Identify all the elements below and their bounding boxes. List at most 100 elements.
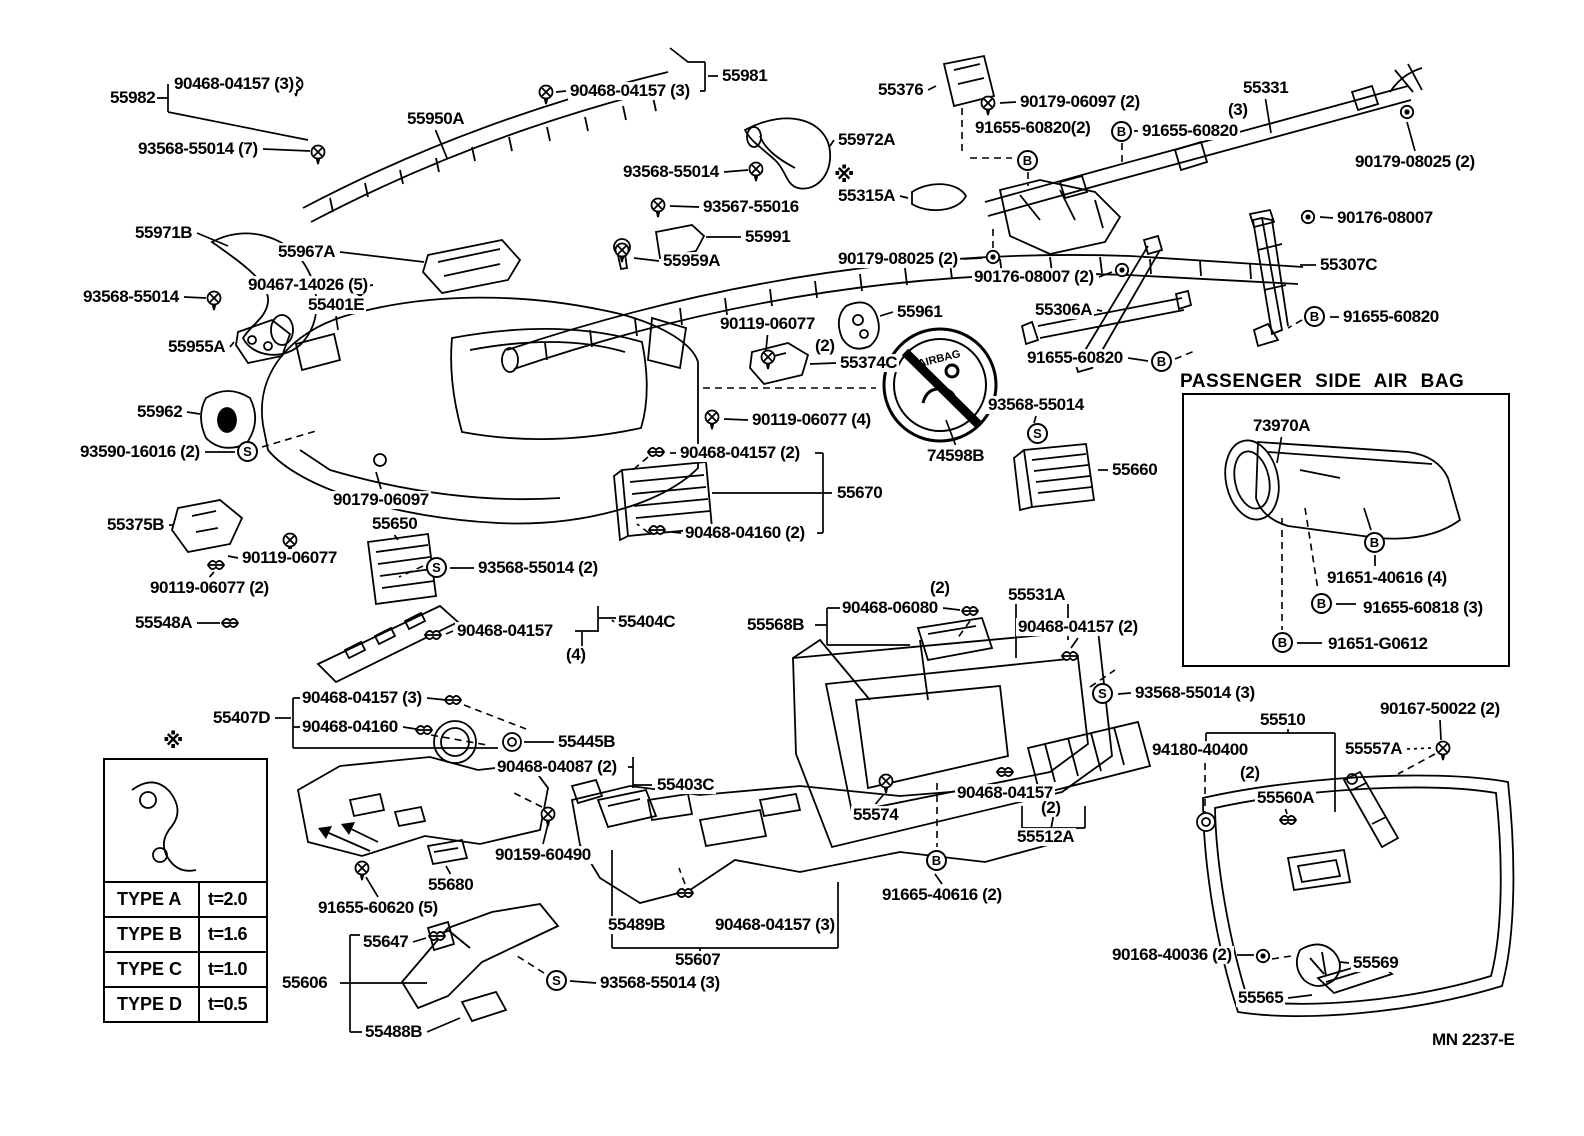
part-label-55404C: 55404C — [616, 612, 678, 632]
callout-circle-S-12: S — [1092, 683, 1113, 704]
callout-circle-B-0: B — [1111, 121, 1132, 142]
clip-icon — [648, 525, 666, 535]
part-label-55647: 55647 — [361, 932, 411, 952]
screw-icon — [206, 290, 222, 311]
screw-icon — [760, 349, 776, 370]
part-label-55972A: 55972A — [836, 130, 898, 150]
leader-line-55574 — [874, 793, 885, 805]
clip-icon — [415, 725, 433, 735]
leader-line-90468-04157-3b — [555, 90, 567, 93]
callout-circle-B-7: B — [1272, 632, 1293, 653]
leader-line-90119-06077-a — [227, 555, 239, 559]
part-label-90468-06080: 90468-06080 — [840, 598, 940, 618]
screw-icon — [538, 84, 554, 105]
leader-line-91655-60820-c — [1127, 357, 1149, 362]
part-label-90468-04160-a: 90468-04160 — [300, 717, 400, 737]
part-label-55967A: 55967A — [276, 242, 338, 262]
leader-line-55680 — [445, 865, 452, 875]
leader-line-55557A — [1406, 747, 1433, 750]
part-label-91655-60820-2: 91655-60820(2) — [973, 118, 1093, 138]
callout-circle-B-1: B — [1017, 150, 1038, 171]
leader-line-90179-08025-2b — [1406, 121, 1416, 152]
airbag-inset-box — [1182, 393, 1510, 667]
part-label-74598B: 74598B — [925, 446, 987, 466]
part-label-55650: 55650 — [370, 514, 420, 534]
part-label-91651-40616-4: 91651-40616 (4) — [1325, 568, 1449, 588]
part-label-55531A: 55531A — [1006, 585, 1068, 605]
part-label-55489B: 55489B — [606, 915, 668, 935]
part-label-91655-60818-3: 91655-60818 (3) — [1361, 598, 1485, 618]
leader-line-90468-04160-2 — [671, 531, 682, 534]
part-label-90179-08025-2b: 90179-08025 (2) — [1353, 152, 1477, 172]
part-label-qty2-d: (2) — [1238, 763, 1262, 783]
leader-line-55962 — [186, 411, 201, 415]
part-label-qty2-a: (2) — [813, 336, 837, 356]
leader-line-55950A — [434, 129, 448, 159]
part-label-55982: 55982 — [108, 88, 158, 108]
part-label-55331: 55331 — [1241, 78, 1291, 98]
part-label-qty2-b: (2) — [928, 578, 952, 598]
screw-icon — [1435, 740, 1451, 761]
clip-icon — [1279, 815, 1297, 825]
part-label-91665-40616-2: 91665-40616 (2) — [880, 885, 1004, 905]
nut-icon — [985, 249, 1001, 265]
table-thickness-cell: t=1.6 — [208, 924, 248, 944]
part-label-91655-60820-b: 91655-60820 — [1140, 121, 1240, 141]
screw-icon — [704, 409, 720, 430]
part-label-90468-04160-2: 90468-04160 (2) — [683, 523, 807, 543]
part-label-90468-04157-3b: 90468-04157 (3) — [568, 81, 692, 101]
part-label-55374C: 55374C — [838, 353, 900, 373]
part-label-93590-16016-2: 93590-16016 (2) — [78, 442, 202, 462]
part-label-note-2: ※ — [163, 729, 184, 754]
leader-line-55569 — [1339, 961, 1350, 964]
part-label-94180-40400: 94180-40400 — [1150, 740, 1250, 760]
callout-circle-S-11: S — [546, 970, 567, 991]
leader-line-93567-55016 — [669, 205, 700, 208]
leader-line-55376 — [927, 85, 937, 91]
leader-line-55961 — [879, 311, 894, 317]
clip-icon — [424, 630, 442, 640]
part-label-55307C: 55307C — [1318, 255, 1380, 275]
part-label-90176-08007-2: 90176-08007 (2) — [972, 267, 1096, 287]
leader-line-55967A — [339, 251, 425, 263]
part-label-73970A: 73970A — [1251, 416, 1313, 436]
leader-line-55959A — [633, 257, 660, 262]
leader-line-55565 — [1287, 994, 1313, 999]
part-label-91651-G0612: 91651-G0612 — [1326, 634, 1430, 654]
part-label-55565: 55565 — [1236, 988, 1286, 1008]
leader-line-55650 — [393, 534, 399, 541]
part-label-90119-06077-4: 90119-06077 (4) — [750, 410, 873, 430]
part-label-90119-06077-a: 90119-06077 — [240, 548, 339, 568]
clip-icon — [647, 447, 665, 457]
part-label-qty4: (4) — [564, 645, 588, 665]
leader-line-93568-55014-7 — [262, 148, 311, 152]
screw-icon — [748, 161, 764, 182]
part-label-90159-60490: 90159-60490 — [493, 845, 593, 865]
part-label-mn-code: MN 2237-E — [1430, 1030, 1517, 1050]
grom-icon — [502, 732, 522, 752]
leader-line-93568-55014-3a — [569, 980, 597, 984]
table-type-cell: TYPE D — [105, 988, 200, 1021]
part-label-90468-04157-3c: 90468-04157 (3) — [300, 688, 424, 708]
part-label-55981: 55981 — [720, 66, 770, 86]
part-label-55548A: 55548A — [133, 613, 195, 633]
part-label-55660: 55660 — [1110, 460, 1160, 480]
screw-icon — [878, 773, 894, 794]
part-label-55950A: 55950A — [405, 109, 467, 129]
part-label-90468-04157-2a: 90468-04157 (2) — [678, 443, 802, 463]
part-label-55680: 55680 — [426, 875, 476, 895]
part-label-90168-40036-2: 90168-40036 (2) — [1110, 945, 1234, 965]
part-label-55315A: 55315A — [836, 186, 898, 206]
part-label-55560A: 55560A — [1255, 788, 1317, 808]
nut-icon — [1114, 262, 1130, 278]
part-label-55510: 55510 — [1258, 710, 1308, 730]
leader-line-90119-06077-b — [765, 334, 769, 351]
leader-line-90468-06080 — [942, 607, 961, 611]
part-label-55401E: 55401E — [306, 295, 367, 315]
leader-line-55331 — [1264, 98, 1272, 134]
part-label-55670: 55670 — [835, 483, 885, 503]
nut-icon — [1399, 104, 1415, 120]
leader-line-55971B — [196, 232, 229, 247]
